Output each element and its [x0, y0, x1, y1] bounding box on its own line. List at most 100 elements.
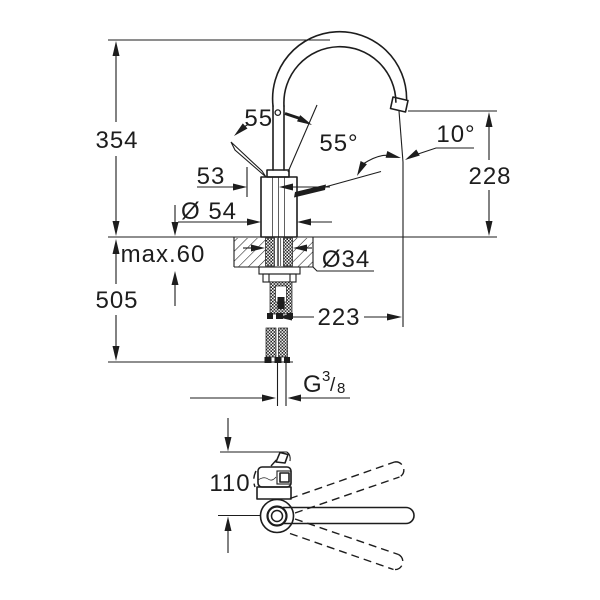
dim-505-arrow-up — [112, 239, 120, 254]
topview-spout-tip — [275, 451, 289, 464]
angle-10-leader — [417, 147, 474, 155]
angle-55-left-arrow-a — [234, 123, 248, 136]
topview-body-dashed-arc — [253, 470, 257, 488]
spout-outer-arc — [271, 30, 408, 107]
dim-505-label: 505 — [95, 287, 138, 314]
lever-lowered-axis — [324, 170, 382, 188]
shank-foot-1 — [267, 313, 273, 319]
dim-110-arrow-bottom — [224, 516, 232, 531]
topview-body-block — [256, 486, 292, 500]
flex-hoses — [264, 327, 290, 406]
countertop-mounting — [108, 236, 497, 319]
dim-dia34-label: Ø34 — [322, 246, 370, 273]
angle-55-right: 55° — [319, 130, 401, 176]
spout-outlet — [389, 96, 409, 113]
topview-break-line — [257, 476, 277, 481]
hose-right — [278, 327, 288, 358]
dim-g38: G 3 / 8 — [190, 368, 350, 402]
thread-slash-label: / — [330, 375, 336, 396]
slab-hatch-right — [292, 238, 313, 267]
dim-228-arrow-up — [485, 112, 493, 127]
dim-dia34: Ø34 — [243, 244, 374, 273]
dim-354-arrow-up — [112, 41, 120, 56]
angle-55-left-arc-b — [284, 112, 301, 120]
collar — [266, 169, 290, 178]
thread-g-label: G — [303, 371, 323, 398]
hose-left — [265, 327, 277, 358]
angle-55-right-arrow-b — [385, 151, 401, 158]
dim-dia34-arrow-left — [251, 244, 265, 252]
angle-10-arrow — [405, 149, 420, 160]
dim-dia54: Ø 54 — [178, 198, 332, 226]
hose-foot-3 — [284, 357, 290, 363]
dim-max60-arrow-bottom — [171, 271, 179, 285]
dim-223: 223 — [277, 304, 402, 331]
topview-lever-down-edge1 — [289, 532, 394, 571]
dim-dia54-arrow-right — [297, 218, 311, 226]
dim-354-arrow-down — [112, 221, 120, 236]
angle-55-left-arrow-b — [297, 115, 312, 125]
topview-lever-solid — [282, 506, 415, 525]
dim-max60-arrow-top — [171, 222, 179, 236]
dim-354-label: 354 — [95, 127, 138, 154]
shank-knurl-right — [283, 237, 293, 267]
dim-228-arrow-down — [485, 221, 493, 236]
dim-228-label: 228 — [468, 163, 511, 190]
shank-foot-2 — [276, 313, 283, 319]
dim-110-ext-hook — [286, 451, 291, 462]
dim-505: 505 — [95, 239, 293, 363]
topview-spout-dash — [270, 456, 280, 467]
angle-10: 10° — [405, 121, 475, 160]
topview-lever-down-cap — [393, 553, 404, 571]
topview-cartridge-box — [276, 470, 292, 485]
dim-dia34-leader — [312, 266, 374, 272]
side-view-faucet — [230, 30, 409, 327]
flange — [258, 266, 301, 275]
dim-53-arrow-left — [233, 183, 247, 191]
dim-53-label: 53 — [197, 163, 226, 190]
dim-dia34-arrow-right — [293, 244, 307, 252]
dim-max60-label: max.60 — [121, 241, 206, 268]
dim-354: 354 — [95, 39, 330, 236]
dim-53-arrow-right — [279, 183, 293, 191]
lever-closed-axis — [287, 104, 318, 173]
dim-dia54-label: Ø 54 — [181, 198, 237, 225]
angle-55-right-label: 55° — [319, 130, 358, 157]
dim-505-arrow-down — [112, 346, 120, 361]
shank-window-insert — [277, 297, 285, 309]
dim-max60: max.60 — [121, 205, 206, 306]
dim-223-label: 223 — [317, 304, 360, 331]
topview-ring-inner — [270, 509, 284, 523]
dim-228: 228 — [408, 110, 511, 236]
top-view: 110 — [209, 418, 415, 571]
dim-53: 53 — [197, 163, 330, 197]
shank-knurl-left — [265, 237, 275, 267]
dim-223-arrow-left — [277, 313, 292, 321]
mounting-nut — [262, 273, 297, 283]
angle-55-left: 55° — [234, 105, 312, 136]
slab-hatch-left — [234, 238, 266, 267]
thread-numerator-label: 3 — [322, 368, 330, 385]
dim-110-label: 110 — [209, 470, 250, 497]
dim-g38-arrow-right — [287, 394, 301, 402]
topview-lever-down-edge2 — [294, 518, 399, 556]
thread-denominator-label: 8 — [337, 380, 345, 397]
angle-55-left-label: 55° — [244, 105, 283, 132]
dim-110-arrow-top — [224, 437, 232, 452]
topview-lever-up-edge1 — [289, 461, 395, 500]
dim-dia54-arrow-left — [247, 218, 261, 226]
hose-foot-2 — [274, 357, 282, 363]
topview-cartridge-box-inner — [279, 472, 290, 483]
topview-base-circle — [259, 498, 295, 534]
outlet-axis-tilted — [398, 110, 404, 163]
spout-inner-arc — [283, 45, 397, 107]
hose-foot-1 — [264, 357, 272, 363]
lever-lowered-silhouette — [294, 184, 326, 198]
angle-10-label: 10° — [436, 121, 475, 148]
dim-g38-arrow-left — [262, 394, 276, 402]
angle-55-right-arrow-a — [357, 161, 367, 176]
topview-lever-up-cap — [394, 461, 405, 478]
lever-raised-silhouette — [230, 141, 267, 178]
